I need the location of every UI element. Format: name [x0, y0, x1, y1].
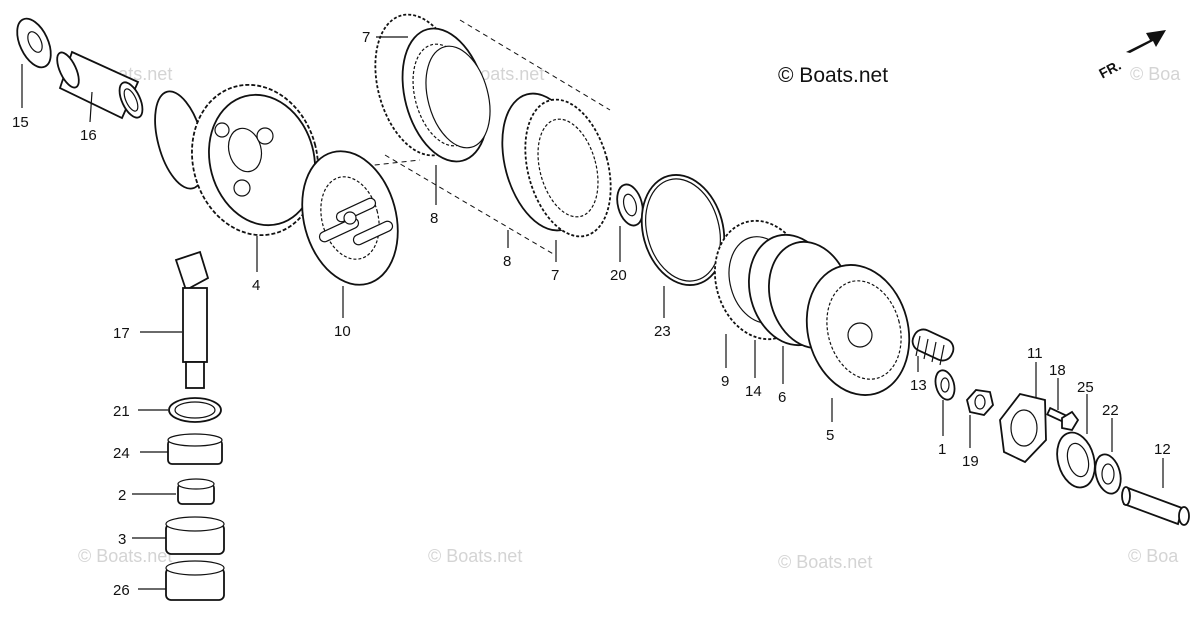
callout-14: 14 [745, 383, 762, 400]
callout-7-upper: 7 [362, 29, 370, 46]
part-washer-20 [616, 183, 644, 227]
callout-18: 18 [1049, 362, 1066, 379]
watermark-4: © Boats.net [78, 546, 172, 566]
part-flange-11 [999, 392, 1047, 464]
callout-13: 13 [910, 377, 927, 394]
callout-20: 20 [610, 267, 627, 284]
callout-11: 11 [1027, 345, 1043, 362]
callouts: 15 16 4 10 7 8 8 7 20 23 9 14 6 5 13 1 1… [12, 29, 1171, 599]
watermark-7: © Boa [1128, 546, 1179, 566]
part-nut-19 [966, 389, 994, 416]
callout-2: 2 [118, 487, 126, 504]
callout-26: 26 [113, 582, 130, 599]
part-snap-ring-23 [640, 174, 726, 286]
callout-7-lower: 7 [551, 267, 559, 284]
callout-6: 6 [778, 389, 786, 406]
callout-10: 10 [334, 323, 351, 340]
callout-23: 23 [654, 323, 671, 340]
part-spring-13 [911, 328, 955, 366]
part-plates-upper [374, 13, 491, 163]
callout-21: 21 [113, 403, 130, 420]
watermark-6: © Boats.net [778, 552, 872, 572]
callout-9: 9 [721, 373, 729, 390]
callout-12: 12 [1154, 441, 1171, 458]
part-sleeve-3 [165, 516, 225, 555]
callout-19: 19 [962, 453, 979, 470]
part-gear-4 [154, 83, 319, 237]
leader-lines [21, 36, 1164, 590]
part-sleeve-16 [56, 50, 144, 120]
part-plates-lower [501, 92, 612, 238]
part-clutch-stack [714, 219, 911, 396]
part-plate-10 [301, 150, 399, 286]
copyright-text: © Boats.net [778, 64, 888, 87]
watermark-3: © Boa [1130, 64, 1181, 84]
callout-1: 1 [938, 441, 946, 458]
part-pinion-shaft-17 [174, 250, 210, 389]
callout-5: 5 [826, 427, 834, 444]
callout-8-lower: 8 [503, 253, 511, 270]
part-washer-1 [934, 369, 956, 401]
callout-25: 25 [1077, 379, 1094, 396]
front-label: FR. [1096, 57, 1123, 82]
assembly-lines [329, 19, 611, 256]
callout-22: 22 [1102, 402, 1119, 419]
arrow-icon [1126, 30, 1166, 53]
part-bolt-18 [1046, 406, 1080, 432]
callout-3: 3 [118, 531, 126, 548]
callout-4: 4 [252, 277, 260, 294]
part-bearing-25 [1056, 431, 1096, 489]
callout-17: 17 [113, 325, 130, 342]
part-bearing-24 [167, 433, 223, 465]
part-ring-21 [168, 397, 222, 423]
callout-8-upper: 8 [430, 210, 438, 227]
part-bearing-26 [165, 560, 225, 601]
callout-15: 15 [12, 114, 29, 131]
callout-16: 16 [80, 127, 97, 144]
part-washer-15 [16, 17, 52, 69]
part-shaft-12 [1121, 486, 1190, 526]
part-seal-22 [1094, 453, 1122, 495]
watermark-5: © Boats.net [428, 546, 522, 566]
callout-24: 24 [113, 445, 130, 462]
part-gear-2 [177, 478, 215, 505]
